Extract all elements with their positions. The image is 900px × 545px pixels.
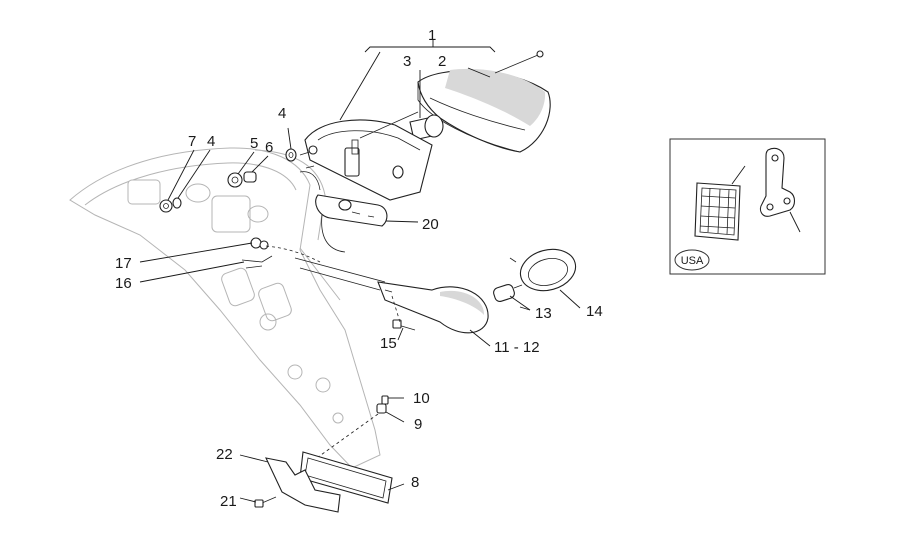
callout-2: 2 — [438, 53, 446, 70]
nut-5 — [227, 172, 243, 188]
washer-4-upper — [285, 148, 297, 162]
rear-reflector — [299, 451, 393, 504]
indicator-screw-axis — [391, 295, 401, 323]
callout-16: 16 — [115, 275, 132, 292]
nut-7 — [159, 199, 173, 213]
callout-17: 17 — [115, 255, 132, 272]
callout-6: 6 — [265, 139, 273, 156]
callout-7: 7 — [188, 133, 196, 150]
reflector-nut — [376, 395, 389, 414]
callout-10: 10 — [413, 390, 430, 407]
tail-light-base — [299, 119, 433, 201]
callout-11-12: 11 - 12 — [494, 339, 540, 356]
usa-badge-text: USA — [681, 255, 704, 267]
callout-9: 9 — [414, 416, 422, 433]
reflector-icon — [694, 182, 741, 241]
callout-4-upper: 4 — [278, 105, 286, 122]
callout-3: 3 — [403, 53, 411, 70]
leader-lines — [139, 40, 581, 503]
tail-light-screw-long — [494, 50, 544, 74]
callout-21: 21 — [220, 493, 237, 510]
washer-4-lower — [172, 197, 182, 209]
tail-light-housing — [417, 68, 551, 153]
connector-16 — [241, 255, 273, 269]
indicator-bulb — [493, 284, 523, 302]
callout-5: 5 — [250, 135, 258, 152]
bracket-icon — [759, 147, 796, 217]
callout-15: 15 — [380, 335, 397, 352]
indicator-screw — [392, 319, 416, 331]
callout-4-lower: 4 — [207, 133, 215, 150]
usa-badge — [674, 249, 710, 271]
usa-inset: USA — [669, 138, 826, 275]
assembly-axis-line — [359, 111, 419, 139]
callout-14: 14 — [586, 303, 603, 320]
rear-fender-outline — [69, 147, 381, 469]
callout-13: 13 — [535, 305, 552, 322]
license-light — [299, 165, 388, 253]
reflector-bracket — [265, 457, 341, 513]
callout-labels: 1 2 3 4 4 5 6 7 8 9 10 11 - 12 13 14 15 … — [115, 27, 812, 510]
spacer-6 — [243, 171, 257, 183]
callout-1: 1 — [428, 27, 436, 44]
indicator-lens — [509, 248, 577, 292]
turn-indicator — [294, 257, 489, 334]
callout-8: 8 — [411, 474, 419, 491]
callout-22: 22 — [216, 446, 233, 463]
callout-20: 20 — [422, 216, 439, 233]
bracket-screw — [254, 496, 277, 508]
